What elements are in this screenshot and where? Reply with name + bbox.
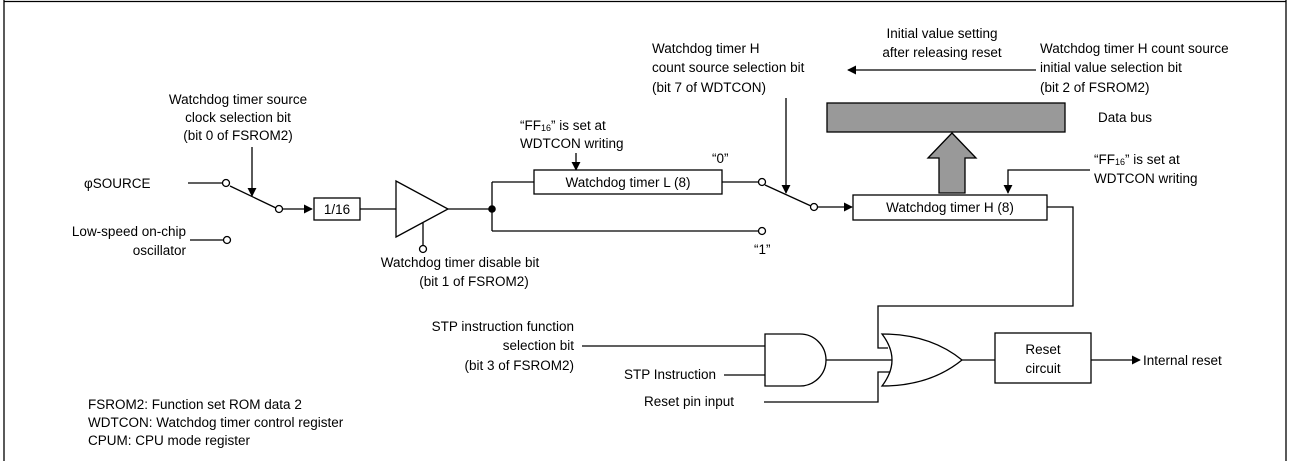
reset-circuit-label-1: Reset [1025, 342, 1061, 357]
ff-set-arrow-h [1003, 169, 1090, 194]
h-init-label-1: Watchdog timer H count source [1040, 41, 1229, 56]
zero-terminal [757, 177, 767, 187]
h-init-label-3: (bit 2 of FSROM2) [1040, 80, 1150, 95]
watchdog-timer-h-label: Watchdog timer H (8) [886, 200, 1014, 215]
reset-circuit-label-2: circuit [1025, 361, 1061, 376]
h-select-label-1: Watchdog timer H [652, 41, 760, 56]
ff-set-label-l-2: WDTCON writing [520, 136, 624, 151]
source-select-label-2: clock selection bit [185, 110, 291, 125]
low-speed-label-1: Low-speed on-chip [72, 224, 186, 239]
timer-h-output [877, 206, 1074, 349]
source-select-label-1: Watchdog timer source [169, 92, 307, 107]
stp-instruction-label: STP Instruction [624, 367, 716, 382]
ff-set-label-h: “FF16” is set at [1094, 152, 1180, 167]
watchdog-timer-l-box [533, 169, 723, 195]
legend-fsrom2: FSROM2: Function set ROM data 2 [88, 397, 302, 412]
internal-reset-label: Internal reset [1143, 353, 1222, 368]
legend-cpum: CPUM: CPU mode register [88, 433, 251, 448]
zero-label: “0” [712, 151, 729, 166]
one-terminal [757, 226, 767, 236]
ff-set-label-h-2: WDTCON writing [1094, 171, 1198, 186]
reset-pin-label: Reset pin input [644, 394, 734, 409]
source-terminal [221, 178, 231, 188]
source-switch [229, 185, 277, 209]
frame [3, 0, 1287, 461]
init-setting-label-2: after releasing reset [882, 45, 1002, 60]
init-setting-label-1: Initial value setting [886, 26, 997, 41]
and-gate [764, 333, 827, 387]
reset-circuit-box [994, 332, 1092, 384]
low-speed-label-2: oscillator [133, 243, 187, 258]
stp-select-label-3: (bit 3 of FSROM2) [464, 358, 574, 373]
h-source-switch [764, 184, 812, 207]
ff-set-label-l: “FF16” is set at [520, 118, 606, 133]
legend-wdtcon: WDTCON: Watchdog timer control register [88, 415, 344, 430]
h-select-label-3: (bit 7 of WDTCON) [652, 80, 766, 95]
stp-select-label-2: selection bit [503, 338, 575, 353]
buffer-gate [395, 179, 450, 239]
source-select-label-3: (bit 0 of FSROM2) [183, 128, 293, 143]
data-bus-label: Data bus [1098, 110, 1152, 125]
bus-arrow [926, 132, 978, 194]
one-label: “1” [754, 242, 771, 257]
h-select-label-2: count source selection bit [652, 60, 805, 75]
stp-select-label-1: STP instruction function [432, 319, 574, 334]
phi-source-label: φSOURCE [84, 176, 151, 191]
disable-bit-label-2: (bit 1 of FSROM2) [419, 274, 529, 289]
h-init-label-2: initial value selection bit [1040, 60, 1182, 75]
watchdog-timer-l-label: Watchdog timer L (8) [565, 175, 690, 190]
or-gate [880, 333, 964, 387]
disable-bit-label-1: Watchdog timer disable bit [381, 255, 540, 270]
oscillator-terminal [222, 235, 232, 245]
divider-label: 1/16 [324, 202, 350, 217]
data-bus [826, 102, 1066, 133]
